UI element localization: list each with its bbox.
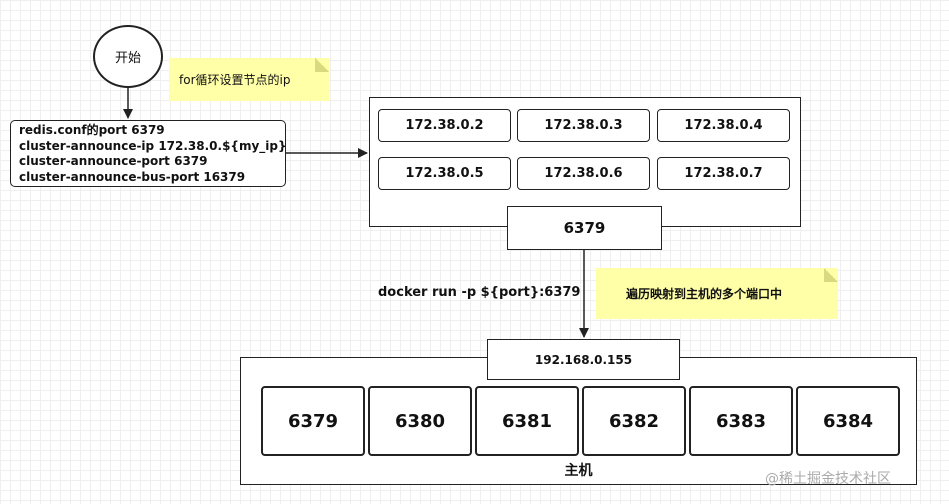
mapping-note-text: 遍历映射到主机的多个端口中 (626, 287, 783, 301)
host-port: 6379 (261, 386, 365, 456)
cluster-node: 172.38.0.2 (378, 109, 511, 142)
host-ip-box: 192.168.0.155 (487, 339, 680, 380)
host-port: 6384 (796, 386, 900, 456)
config-line: redis.conf的port 6379 (19, 123, 165, 137)
note-fold-icon (824, 268, 838, 282)
host-port: 6381 (475, 386, 579, 456)
cluster-node: 172.38.0.7 (657, 157, 790, 190)
cluster-node: 172.38.0.5 (378, 157, 511, 190)
cluster-node: 172.38.0.3 (517, 109, 650, 142)
start-label: 开始 (114, 51, 141, 66)
container-port-box: 6379 (507, 206, 662, 250)
loop-note: for循环设置节点的ip (169, 58, 329, 101)
host-port: 6383 (689, 386, 793, 456)
note-fold-icon (315, 58, 329, 72)
host-port: 6380 (368, 386, 472, 456)
docker-command: docker run -p ${port}:6379 (378, 285, 581, 300)
config-line: cluster-announce-bus-port 16379 (19, 169, 246, 184)
start-node: 开始 (93, 25, 163, 88)
mapping-note: 遍历映射到主机的多个端口中 (596, 268, 838, 319)
host-port: 6382 (582, 386, 686, 456)
host-label: 主机 (564, 463, 593, 479)
config-line: cluster-announce-port 6379 (19, 154, 208, 168)
watermark: @稀土掘金技术社区 (765, 471, 891, 487)
config-line: cluster-announce-ip 172.38.0.${my_ip} (19, 138, 287, 153)
cluster-node: 172.38.0.4 (657, 109, 790, 142)
config-box: redis.conf的port 6379 cluster-announce-ip… (10, 120, 287, 187)
cluster-node: 172.38.0.6 (517, 157, 650, 190)
loop-note-text: for循环设置节点的ip (179, 73, 291, 87)
